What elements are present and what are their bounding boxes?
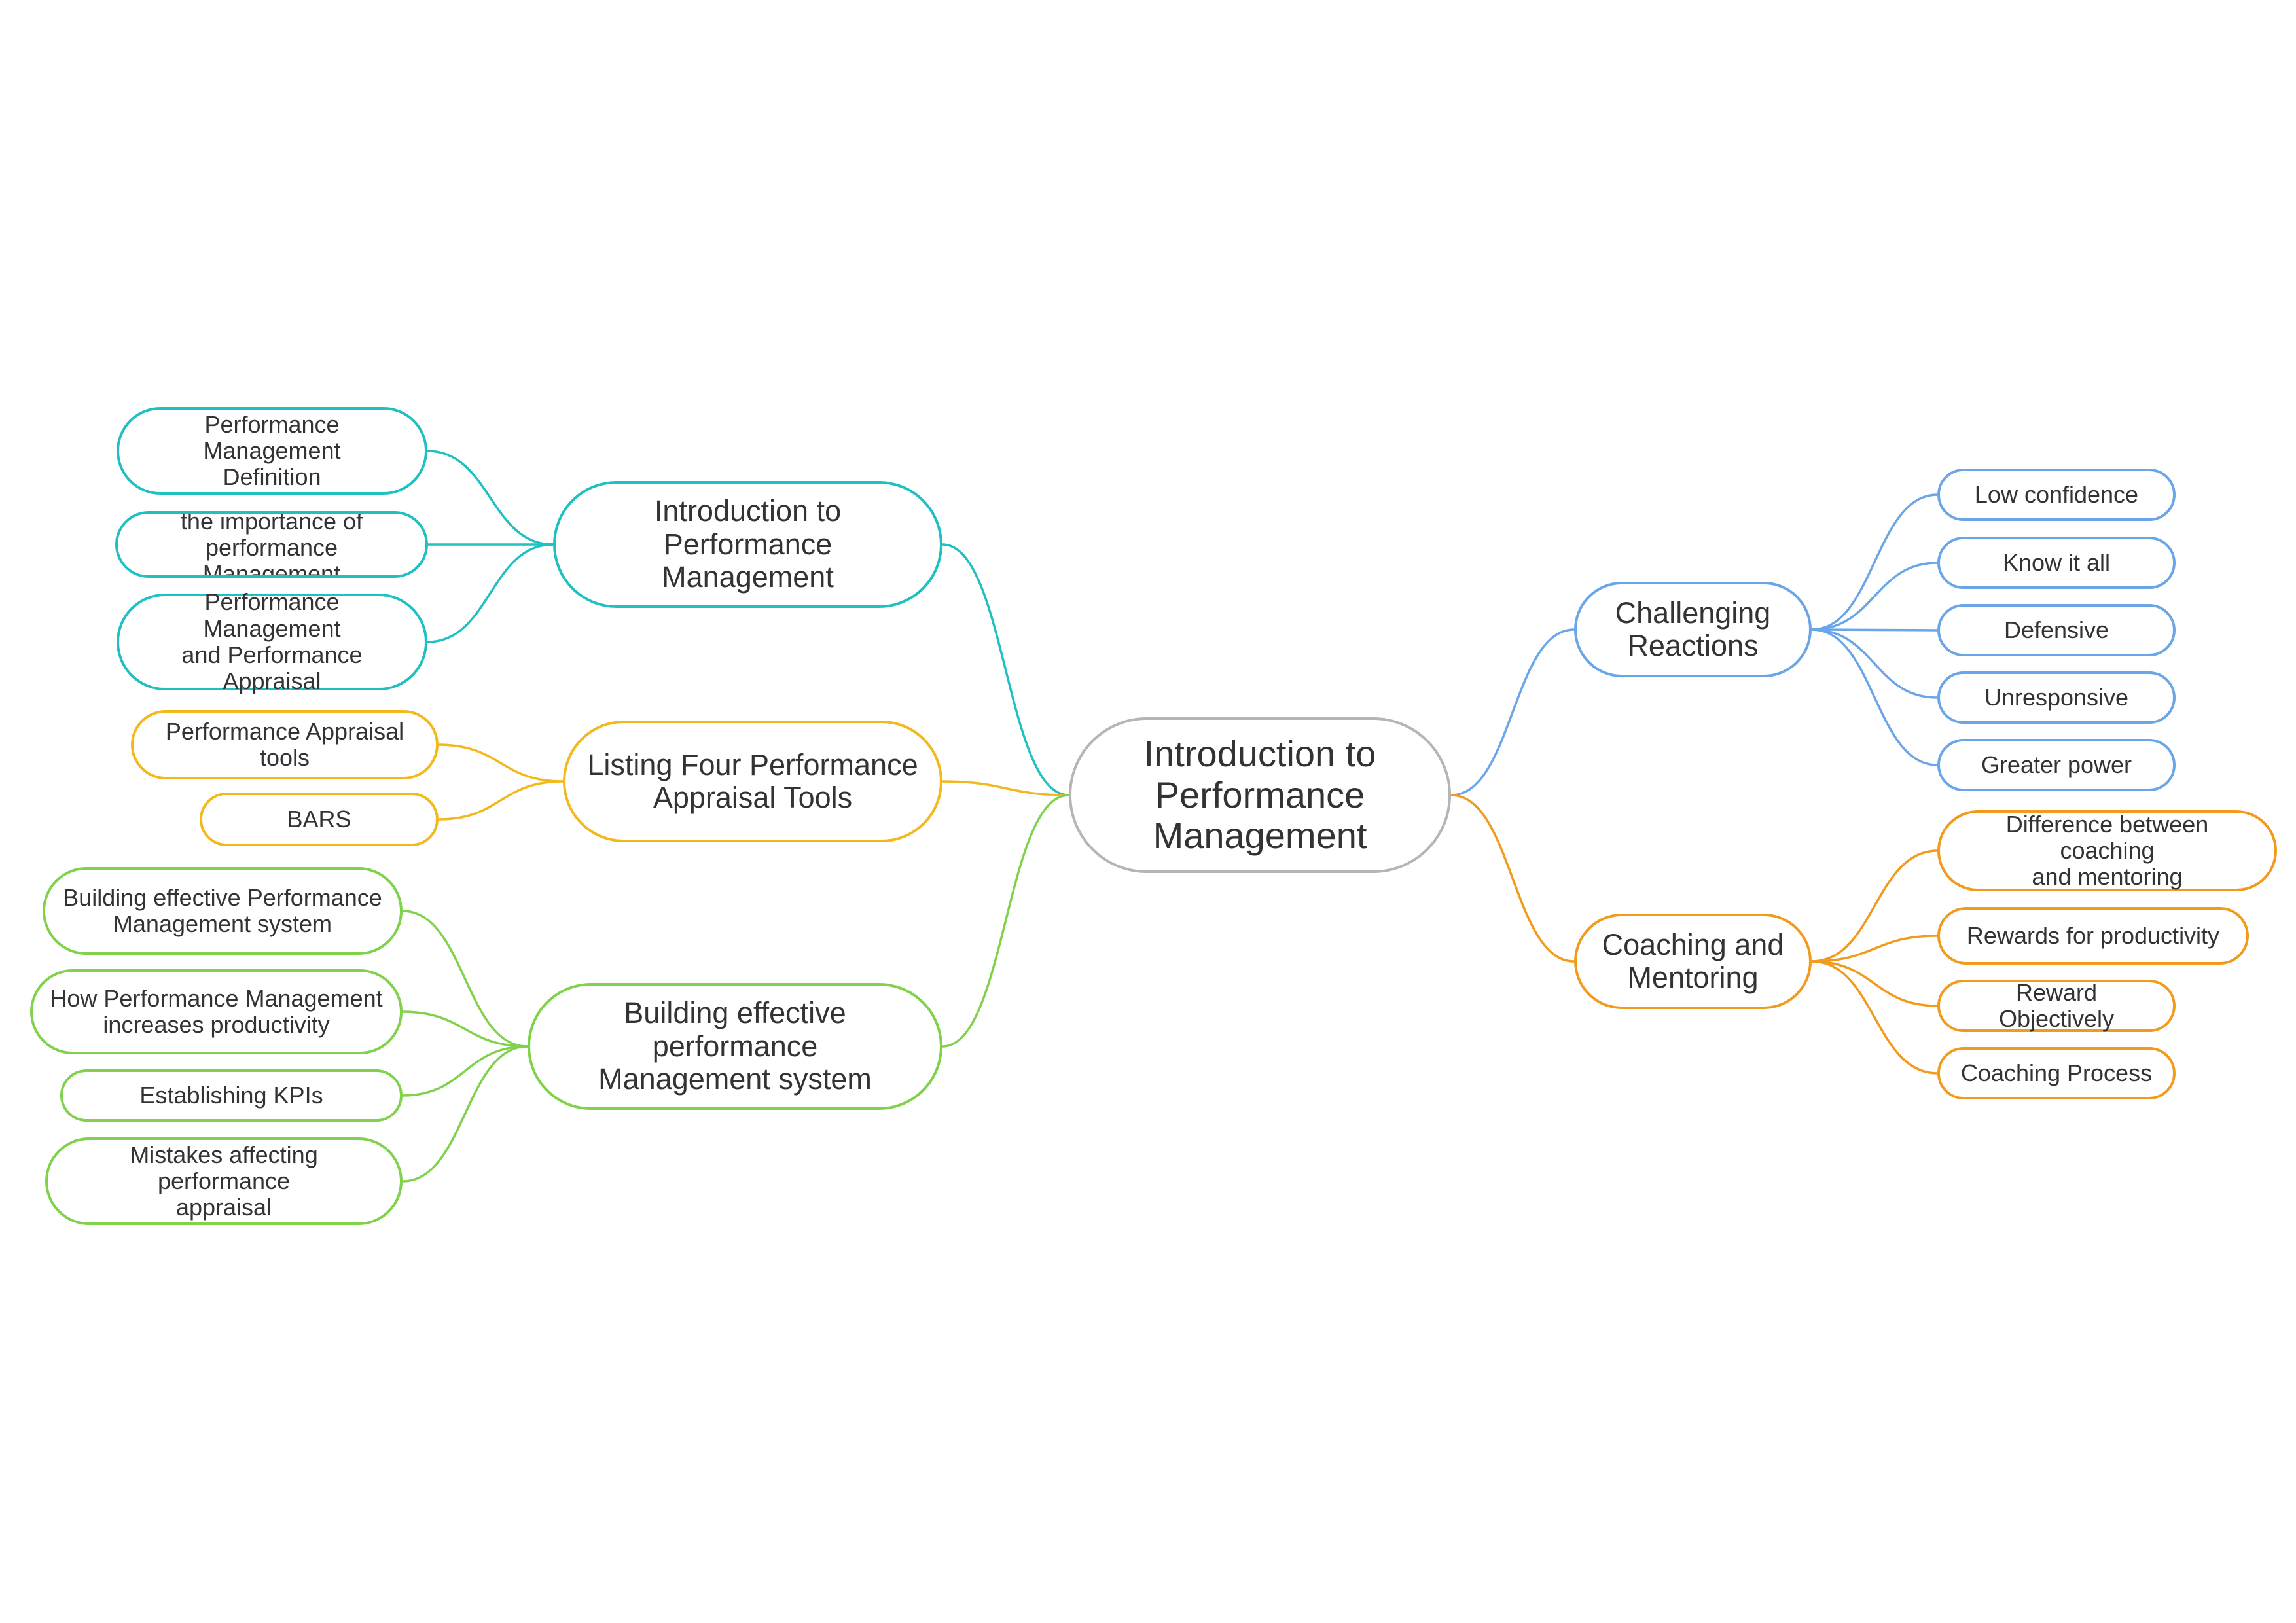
subtopic-unresponsive[interactable]: Unresponsive: [1937, 671, 2176, 724]
subtopic-pm-productivity[interactable]: How Performance Management increases pro…: [30, 969, 403, 1054]
connector-right-topic-to-subtopic: [1811, 935, 1938, 963]
connector-right-topic-to-subtopic: [1811, 493, 1938, 631]
connector-root-to-right-topic: [1450, 628, 1575, 796]
subtopic-know-it-all[interactable]: Know it all: [1937, 537, 2176, 589]
subtopic-bars[interactable]: BARS: [200, 793, 439, 846]
connector-right-topic-to-subtopic: [1811, 562, 1938, 631]
topic-building-pm-system[interactable]: Building effective performance Managemen…: [528, 983, 942, 1110]
connector-right-topic-to-subtopic: [1811, 849, 1938, 963]
connector-left-topic-to-subtopic: [438, 780, 564, 821]
connector-root-to-left-topic: [942, 780, 1069, 796]
topic-challenging-reactions[interactable]: Challenging Reactions: [1574, 582, 1812, 677]
connector-right-topic-to-subtopic: [1811, 960, 1938, 1007]
connector-left-topic-to-subtopic: [402, 1045, 528, 1097]
connector-right-topic-to-subtopic: [1811, 628, 1938, 699]
subtopic-defensive[interactable]: Defensive: [1937, 604, 2176, 656]
subtopic-low-confidence[interactable]: Low confidence: [1937, 469, 2176, 521]
subtopic-coaching-vs-mentoring[interactable]: Difference between coaching and mentorin…: [1937, 810, 2277, 891]
subtopic-building-pm-system[interactable]: Building effective Performance Managemen…: [43, 867, 403, 955]
subtopic-establishing-kpis[interactable]: Establishing KPIs: [60, 1069, 403, 1122]
connector-root-to-right-topic: [1450, 794, 1575, 963]
connector-left-topic-to-subtopic: [402, 1010, 528, 1048]
subtopic-greater-power[interactable]: Greater power: [1937, 739, 2176, 791]
connector-root-to-left-topic: [942, 794, 1069, 1048]
subtopic-appraisal-mistakes[interactable]: Mistakes affecting performance appraisal: [45, 1137, 403, 1225]
central-topic[interactable]: Introduction to Performance Management: [1069, 717, 1451, 873]
connector-root-to-left-topic: [942, 543, 1069, 796]
connector-left-topic-to-subtopic: [427, 450, 554, 546]
subtopic-coaching-process[interactable]: Coaching Process: [1937, 1047, 2176, 1099]
subtopic-pm-definition[interactable]: Performance Management Definition: [117, 407, 427, 495]
topic-coaching-mentoring[interactable]: Coaching and Mentoring: [1574, 914, 1812, 1009]
connector-left-topic-to-subtopic: [438, 743, 564, 783]
topic-appraisal-tools[interactable]: Listing Four Performance Appraisal Tools: [563, 721, 942, 842]
topic-intro-performance-management[interactable]: Introduction to Performance Management: [553, 481, 942, 608]
subtopic-pm-and-appraisal[interactable]: Performance Management and Performance A…: [117, 589, 427, 694]
connector-left-topic-to-subtopic: [402, 1045, 528, 1183]
subtopic-reward-objectively[interactable]: Reward Objectively: [1937, 979, 2176, 1032]
connector-right-topic-to-subtopic: [1811, 628, 1938, 766]
subtopic-appraisal-tools[interactable]: Performance Appraisal tools: [131, 710, 439, 779]
connector-left-topic-to-subtopic: [427, 543, 554, 643]
connector-left-topic-to-subtopic: [402, 910, 528, 1048]
subtopic-rewards-productivity[interactable]: Rewards for productivity: [1937, 907, 2249, 965]
connector-right-topic-to-subtopic: [1811, 960, 1938, 1075]
subtopic-importance-of-pm[interactable]: the importance of performance Management: [115, 511, 428, 578]
